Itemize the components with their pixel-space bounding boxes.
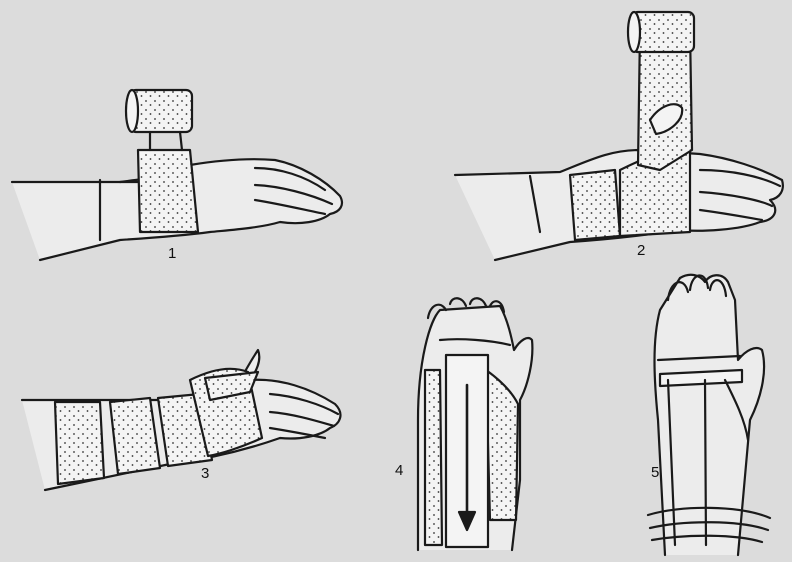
step-number-3: 3 <box>201 466 209 481</box>
step-number-5: 5 <box>651 465 659 480</box>
figure-5-finished-dressing <box>648 275 770 555</box>
figure-2-bandage-over-hand <box>455 12 783 260</box>
figure-3-spiral-forearm <box>22 350 340 490</box>
step-number-4: 4 <box>395 463 403 478</box>
step-number-2: 2 <box>637 243 645 258</box>
step-number-1: 1 <box>168 246 176 261</box>
figure-4-palm-splint-arrow <box>418 298 532 550</box>
figure-1-wrist-roll-start <box>12 90 342 260</box>
